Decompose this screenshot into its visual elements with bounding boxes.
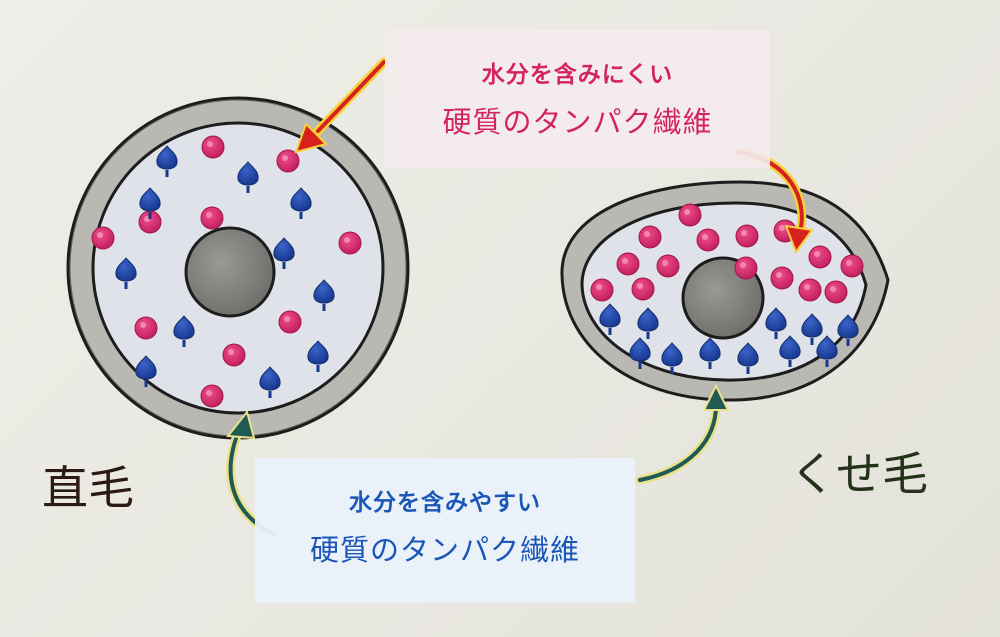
straight-pink-fiber-highlight	[97, 232, 103, 238]
curly-blue-fiber	[779, 335, 801, 360]
straight-pink-fiber	[200, 384, 224, 408]
curly-pink-fiber	[734, 256, 758, 280]
straight-blue-fiber	[173, 315, 195, 340]
curly-blue-fiber	[837, 314, 859, 339]
straight-pink-fiber-highlight	[140, 322, 146, 328]
straight-pink-fiber	[276, 149, 300, 173]
straight-pink-fiber-highlight	[206, 212, 212, 218]
curly-pink-fiber-highlight	[637, 283, 643, 289]
straight-blue-fiber	[139, 187, 161, 212]
curly-pink-fiber-highlight	[776, 272, 782, 278]
curly-blue-fiber	[699, 337, 721, 362]
straight-hair-medulla	[184, 226, 276, 318]
curly-pink-fiber-highlight	[622, 258, 628, 264]
straight-pink-fiber	[278, 310, 302, 334]
curly-pink-fiber-highlight	[804, 284, 810, 290]
curly-pink-fiber-highlight	[684, 209, 690, 215]
straight-pink-fiber	[200, 206, 224, 230]
arrow-bottom-right	[635, 383, 730, 485]
curly-pink-fiber-highlight	[779, 225, 785, 231]
straight-blue-fiber	[135, 355, 157, 380]
straight-pink-fiber	[338, 231, 362, 255]
curly-pink-fiber	[798, 278, 822, 302]
straight-pink-fiber	[134, 316, 158, 340]
curly-pink-fiber-highlight	[846, 260, 852, 266]
curly-pink-fiber-highlight	[702, 234, 708, 240]
straight-hair-cross-section	[66, 96, 410, 440]
straight-blue-fiber	[290, 187, 312, 212]
straight-pink-fiber-highlight	[344, 237, 350, 243]
curly-pink-fiber	[735, 224, 759, 248]
curly-pink-fiber-highlight	[814, 251, 820, 257]
label-curly-hair: くせ毛	[790, 447, 928, 501]
curly-hair-pink-fibers	[590, 203, 864, 304]
curly-pink-fiber-highlight	[741, 230, 747, 236]
callout-box-low-moisture: 水分を含みにくい 硬質のタンパク繊維	[385, 30, 770, 168]
curly-blue-fiber	[629, 337, 651, 362]
curly-blue-fiber	[637, 307, 659, 332]
straight-hair-blue-fibers	[115, 145, 335, 398]
straight-pink-fiber-highlight	[282, 155, 288, 161]
curly-pink-fiber	[638, 225, 662, 249]
curly-pink-fiber	[696, 228, 720, 252]
straight-blue-fiber	[237, 161, 259, 186]
curly-pink-fiber	[656, 254, 680, 278]
straight-blue-fiber	[273, 237, 295, 262]
curly-pink-fiber-highlight	[740, 262, 746, 268]
curly-pink-fiber	[678, 203, 702, 227]
curly-blue-fiber	[816, 335, 838, 360]
curly-pink-fiber	[631, 277, 655, 301]
curly-blue-fiber	[765, 307, 787, 332]
arrow-top-left	[294, 57, 389, 154]
curly-pink-fiber	[590, 278, 614, 302]
callout-bottom-line2: 硬質のタンパク繊維	[309, 533, 580, 567]
callout-top-line2: 硬質のタンパク繊維	[442, 105, 713, 139]
curly-pink-fiber-highlight	[596, 284, 602, 290]
curly-pink-fiber	[616, 252, 640, 276]
straight-pink-fiber-highlight	[284, 316, 290, 322]
straight-blue-fiber	[307, 340, 329, 365]
curly-blue-fiber	[661, 342, 683, 367]
callout-box-high-moisture: 水分を含みやすい 硬質のタンパク繊維	[255, 458, 635, 603]
curly-pink-fiber-highlight	[830, 286, 836, 292]
curly-blue-fiber	[599, 303, 621, 328]
straight-hair-pink-fibers	[91, 135, 362, 408]
straight-pink-fiber-highlight	[228, 349, 234, 355]
curly-hair-cross-section	[560, 180, 890, 402]
callout-bottom-line1: 水分を含みやすい	[349, 490, 541, 516]
curly-pink-fiber	[824, 280, 848, 304]
curly-pink-fiber	[770, 266, 794, 290]
straight-pink-fiber-highlight	[206, 390, 212, 396]
straight-blue-fiber	[259, 366, 281, 391]
straight-pink-fiber	[201, 135, 225, 159]
curly-hair-blue-fibers	[599, 303, 859, 374]
callout-top-line1: 水分を含みにくい	[481, 62, 674, 88]
label-straight-hair: 直毛	[42, 461, 134, 515]
straight-pink-fiber	[91, 226, 115, 250]
curly-pink-fiber-highlight	[644, 231, 650, 237]
curly-blue-fiber	[801, 313, 823, 338]
straight-blue-fiber	[115, 257, 137, 282]
straight-blue-fiber	[156, 145, 178, 170]
straight-pink-fiber-highlight	[207, 141, 213, 147]
curly-pink-fiber	[808, 245, 832, 269]
straight-pink-fiber	[222, 343, 246, 367]
straight-blue-fiber	[313, 279, 335, 304]
curly-pink-fiber	[840, 254, 864, 278]
curly-blue-fiber	[737, 342, 759, 367]
curly-pink-fiber-highlight	[662, 260, 668, 266]
